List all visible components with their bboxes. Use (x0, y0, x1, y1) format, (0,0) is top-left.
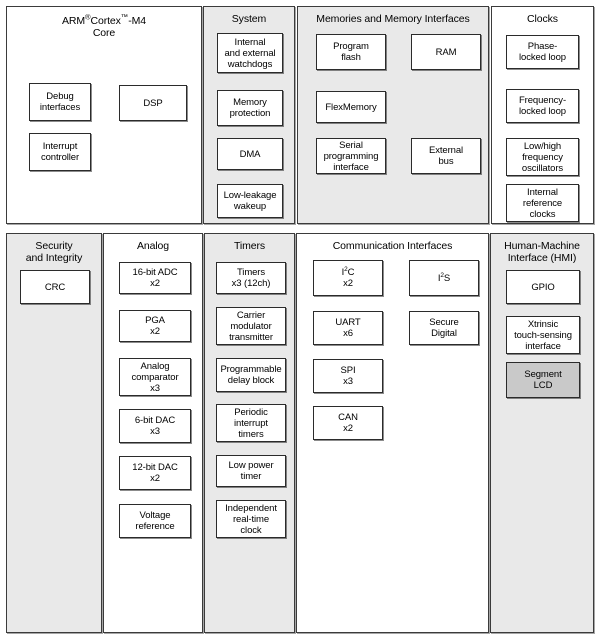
i2s-label: I2S (437, 271, 451, 284)
block-xtrinsic-touch-sensing-interface[interactable]: Xtrinsic touch-sensing interface (506, 316, 580, 354)
block-serial-programming-interface[interactable]: Serial programming interface (316, 138, 386, 174)
block-dsp[interactable]: DSP (119, 85, 187, 121)
block-spi[interactable]: SPI x3 (313, 359, 383, 393)
panel-clocks: Clocks Phase- locked loop Frequency- loc… (491, 6, 594, 224)
panel-communication-interfaces: Communication Interfaces I2C x2 I2S UART… (296, 233, 489, 633)
block-phase-locked-loop[interactable]: Phase- locked loop (506, 35, 579, 69)
block-6-bit-dac[interactable]: 6-bit DAC x3 (119, 409, 191, 443)
block-segment-lcd[interactable]: Segment LCD (506, 362, 580, 398)
block-analog-comparator[interactable]: Analog comparator x3 (119, 358, 191, 396)
block-memory-protection[interactable]: Memory protection (217, 90, 283, 126)
trademark-icon: ™ (120, 12, 129, 22)
core-title-m4: -M4 (128, 15, 147, 27)
panel-system: System Internal and external watchdogs M… (203, 6, 295, 224)
block-low-leakage-wakeup[interactable]: Low-leakage wakeup (217, 184, 283, 218)
panel-title-memories: Memories and Memory Interfaces (316, 13, 470, 25)
panel-title-hmi: Human-Machine Interface (HMI) (504, 240, 580, 264)
panel-analog: Analog 16-bit ADC x2 PGA x2 Analog compa… (103, 233, 203, 633)
panel-title-system: System (231, 13, 267, 25)
block-watchdogs[interactable]: Internal and external watchdogs (217, 33, 283, 73)
block-program-flash[interactable]: Program flash (316, 34, 386, 70)
block-i2s[interactable]: I2S (409, 260, 479, 296)
panel-title-clocks: Clocks (527, 13, 558, 25)
panel-title-security: Security and Integrity (25, 240, 83, 264)
core-title-core: Core (92, 27, 116, 39)
panel-security-and-integrity: Security and Integrity CRC (6, 233, 102, 633)
block-voltage-reference[interactable]: Voltage reference (119, 504, 191, 538)
block-interrupt-controller[interactable]: Interrupt controller (29, 133, 91, 171)
block-can[interactable]: CAN x2 (313, 406, 383, 440)
block-periodic-interrupt-timers[interactable]: Periodic interrupt timers (216, 404, 286, 442)
registered-icon: ® (85, 12, 91, 22)
block-debug-interfaces[interactable]: Debug interfaces (29, 83, 91, 121)
core-title-cortex: Cortex (90, 15, 121, 27)
block-ram[interactable]: RAM (411, 34, 481, 70)
block-i2c[interactable]: I2C x2 (313, 260, 383, 296)
panel-title-communication: Communication Interfaces (332, 240, 453, 252)
block-low-high-frequency-oscillators[interactable]: Low/high frequency oscillators (506, 138, 579, 176)
panel-human-machine-interface: Human-Machine Interface (HMI) GPIO Xtrin… (490, 233, 594, 633)
block-internal-reference-clocks[interactable]: Internal reference clocks (506, 184, 579, 222)
core-title-arm: ARM (61, 15, 85, 27)
block-carrier-modulator-transmitter[interactable]: Carrier modulator transmitter (216, 307, 286, 345)
panel-timers: Timers Timers x3 (12ch) Carrier modulato… (204, 233, 295, 633)
block-low-power-timer[interactable]: Low power timer (216, 455, 286, 487)
block-independent-real-time-clock[interactable]: Independent real-time clock (216, 500, 286, 538)
block-crc[interactable]: CRC (20, 270, 90, 304)
block-secure-digital[interactable]: Secure Digital (409, 311, 479, 345)
block-external-bus[interactable]: External bus (411, 138, 481, 174)
block-uart[interactable]: UART x6 (313, 311, 383, 345)
block-frequency-locked-loop[interactable]: Frequency- locked loop (506, 89, 579, 123)
panel-title-timers: Timers (233, 240, 266, 252)
block-12-bit-dac[interactable]: 12-bit DAC x2 (119, 456, 191, 490)
i2c-label: I2C x2 (341, 265, 355, 289)
block-flexmemory[interactable]: FlexMemory (316, 91, 386, 123)
block-16-bit-adc[interactable]: 16-bit ADC x2 (119, 262, 191, 294)
panel-memories-and-memory-interfaces: Memories and Memory Interfaces Program f… (297, 6, 489, 224)
panel-title-analog: Analog (136, 240, 170, 252)
block-gpio[interactable]: GPIO (506, 270, 580, 304)
block-programmable-delay-block[interactable]: Programmable delay block (216, 358, 286, 392)
block-timers[interactable]: Timers x3 (12ch) (216, 262, 286, 294)
block-pga[interactable]: PGA x2 (119, 310, 191, 342)
block-dma[interactable]: DMA (217, 138, 283, 170)
